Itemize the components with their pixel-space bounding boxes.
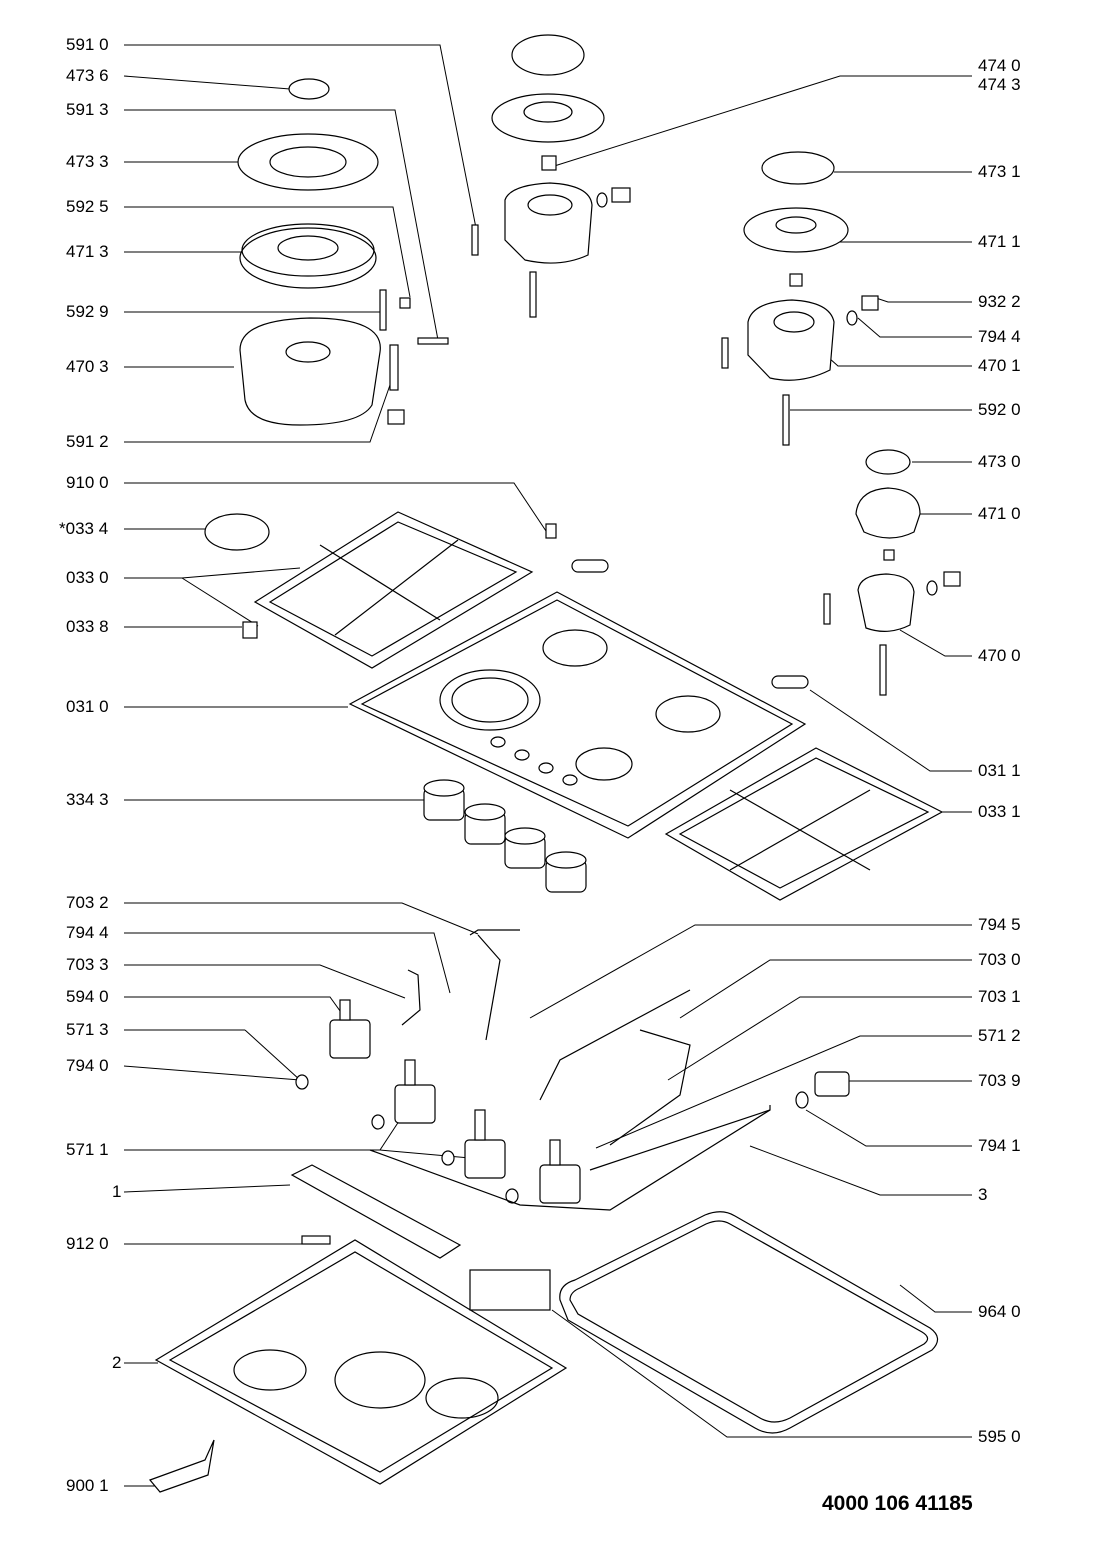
callout-473-6: 473 6: [66, 66, 109, 85]
pan-support-left: [204, 511, 557, 669]
gasket: [559, 1211, 939, 1434]
seal: [571, 559, 609, 573]
callout-794-4-left: 794 4: [66, 923, 109, 942]
callout-571-1: 571 1: [66, 1140, 109, 1159]
callout-033-4: *033 4: [59, 519, 109, 538]
leader-lines-left: [123, 44, 547, 1487]
callout-703-1: 703 1: [978, 987, 1021, 1006]
document-number: 4000 106 41185: [822, 1492, 973, 1515]
callout-033-8: 033 8: [66, 617, 109, 636]
right-burner-assembly: [721, 151, 879, 446]
burner-body: [239, 317, 381, 426]
callout-473-1: 473 1: [978, 162, 1021, 181]
screw: [545, 523, 557, 539]
injector: [387, 409, 405, 425]
callout-033-1: 033 1: [978, 802, 1021, 821]
callout-470-0: 470 0: [978, 646, 1021, 665]
callout-471-1: 471 1: [978, 232, 1021, 251]
pan-support-right: [664, 747, 944, 901]
callout-2: 2: [112, 1353, 122, 1372]
callout-471-3: 471 3: [66, 242, 109, 261]
large-burner-assembly: [237, 78, 449, 426]
callout-473-0: 473 0: [978, 452, 1021, 471]
callout-794-0: 794 0: [66, 1056, 109, 1075]
medium-burner-assembly: [471, 34, 631, 318]
callout-474-0: 474 0: [978, 56, 1021, 75]
callout-474-3: 474 3: [978, 75, 1021, 94]
ignition-switch: [469, 1269, 551, 1311]
callout-932-2: 932 2: [978, 292, 1021, 311]
rubber-foot: [242, 621, 258, 639]
callout-571-2: 571 2: [978, 1026, 1021, 1045]
callout-1: 1: [112, 1182, 122, 1201]
callout-703-9: 703 9: [978, 1071, 1021, 1090]
callout-900-1: 900 1: [66, 1476, 109, 1495]
leader-lines-right: [529, 75, 972, 1438]
connector: [814, 1071, 850, 1097]
screw-lower: [301, 1235, 331, 1245]
ignition-electrode: [379, 289, 387, 331]
hob-top-plate: [348, 559, 809, 839]
callout-594-0: 594 0: [66, 987, 109, 1006]
base-assembly: [148, 1164, 939, 1493]
callout-912-0: 912 0: [66, 1234, 109, 1253]
callout-471-0: 471 0: [978, 504, 1021, 523]
callout-470-1: 470 1: [978, 356, 1021, 375]
callout-964-0: 964 0: [978, 1302, 1021, 1321]
callout-031-1: 031 1: [978, 761, 1021, 780]
clip: [417, 337, 449, 345]
burner-cap-ring: [237, 133, 379, 191]
callout-794-1: 794 1: [978, 1136, 1021, 1155]
callout-031-0: 031 0: [66, 697, 109, 716]
callout-703-2: 703 2: [66, 893, 109, 912]
callout-910-0: 910 0: [66, 473, 109, 492]
callout-334-3: 334 3: [66, 790, 109, 809]
seal-right: [771, 675, 809, 689]
callout-473-3: 473 3: [66, 152, 109, 171]
callout-794-4-right: 794 4: [978, 327, 1021, 346]
callout-591-2: 591 2: [66, 432, 109, 451]
callout-703-3: 703 3: [66, 955, 109, 974]
burner-cap-small: [288, 78, 330, 100]
callout-592-0: 592 0: [978, 400, 1021, 419]
callout-591-0: 591 0: [66, 35, 109, 54]
nut: [399, 297, 411, 309]
callout-592-5: 592 5: [66, 197, 109, 216]
gas-valves-and-pipes: [295, 929, 850, 1245]
callout-592-9: 592 9: [66, 302, 109, 321]
callout-591-3: 591 3: [66, 100, 109, 119]
callout-033-0: 033 0: [66, 568, 109, 587]
control-knobs: [423, 779, 587, 893]
thermocouple: [389, 344, 399, 391]
burner-crown: [239, 227, 377, 289]
callout-794-5: 794 5: [978, 915, 1021, 934]
callout-3: 3: [978, 1185, 988, 1204]
callout-470-3: 470 3: [66, 357, 109, 376]
callout-595-0: 595 0: [978, 1427, 1021, 1446]
callout-571-3: 571 3: [66, 1020, 109, 1039]
callout-703-0: 703 0: [978, 950, 1021, 969]
small-burner-assembly: [823, 449, 961, 696]
